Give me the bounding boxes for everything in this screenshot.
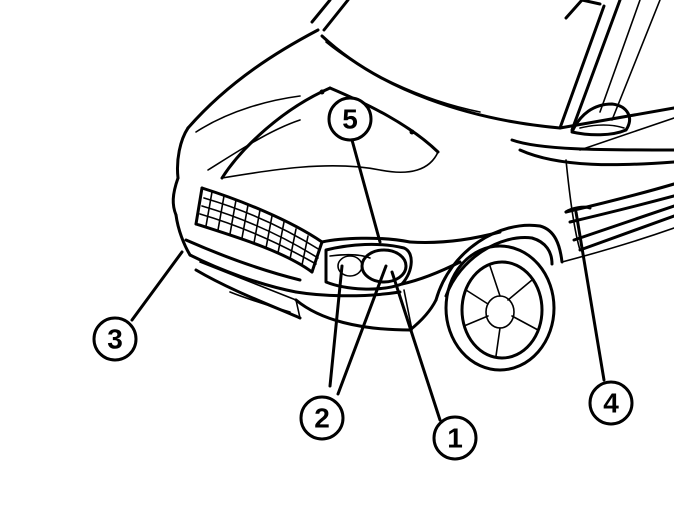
car-illustration [171,0,674,372]
leader-1 [390,270,442,422]
callout-1: 1 [432,415,478,461]
leader-5 [350,138,382,244]
leader-2a [328,264,344,388]
callout-5: 5 [327,96,373,142]
callout-label-3: 3 [107,324,123,355]
callout-label-4: 4 [603,388,619,419]
callout-label-5: 5 [342,104,358,135]
leader-4 [574,210,606,382]
grille-mesh [199,191,321,266]
leader-3 [130,250,184,322]
callout-2: 2 [299,395,345,441]
leader-2b [336,264,388,396]
callout-label-1: 1 [447,423,463,454]
callout-4: 4 [588,380,634,426]
callout-label-2: 2 [314,403,330,434]
callout-3: 3 [92,316,138,362]
leader-lines [130,138,606,422]
